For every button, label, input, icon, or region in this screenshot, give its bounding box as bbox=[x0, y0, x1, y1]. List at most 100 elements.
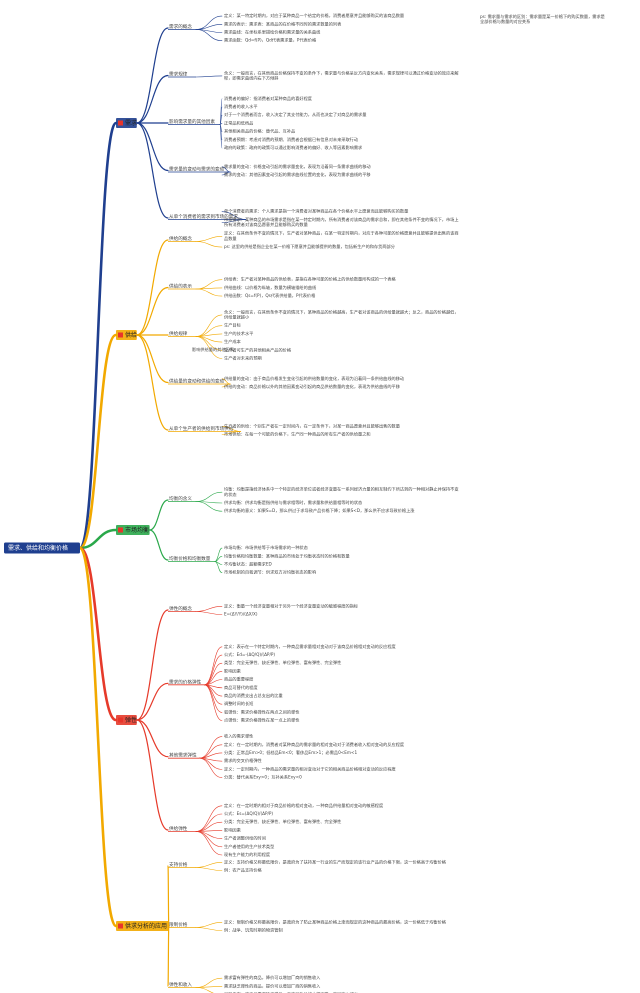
detail-text: 点弹性：需求价格弹性在某一点上的弹性 bbox=[224, 717, 299, 724]
detail-text: 其他相关商品的价格：替代品、互补品 bbox=[224, 128, 295, 135]
sub-link bbox=[167, 925, 170, 987]
category-node-2[interactable] bbox=[116, 525, 150, 535]
sub-node-label[interactable]: 影响需求量的其他因素 bbox=[169, 118, 215, 125]
sub-node-label[interactable]: 需求的价格弹性 bbox=[169, 678, 202, 685]
sub-node-label[interactable]: 需求量的变动与需求的变动 bbox=[169, 166, 225, 173]
category-label: 弹性 bbox=[125, 716, 137, 724]
group-label: 影响供给量的其他因素 bbox=[192, 346, 234, 353]
detail-link bbox=[195, 15, 223, 30]
detail-link bbox=[221, 171, 231, 176]
detail-text: 公式：Es=(ΔQ/Q)/(ΔP/P) bbox=[224, 810, 273, 816]
sub-node-label[interactable]: 弹性和收入 bbox=[169, 981, 192, 988]
sub-node-label[interactable]: 需求的概念 bbox=[169, 23, 192, 30]
sub-node-label[interactable]: 均衡价格和均衡数量 bbox=[169, 555, 211, 562]
sub-link bbox=[136, 286, 169, 336]
detail-text: 需求函数：Qd=f(P)，Qd代表需求量，P代表价格 bbox=[224, 37, 317, 44]
detail-text: 类型：完全无弹性、缺乏弹性、单位弹性、富有弹性、完全弹性 bbox=[224, 659, 341, 666]
detail-link bbox=[195, 831, 223, 856]
detail-text: 生产者调整供给的时间 bbox=[224, 835, 266, 842]
sub-node-label[interactable]: 供给的概念 bbox=[169, 235, 192, 242]
detail-text: 含义：一般而言，在其他商品价格保持不变的条件下，需求量与价格呈反方向变化关系，需… bbox=[224, 69, 459, 81]
sub-link bbox=[149, 529, 169, 561]
detail-text: 市场需求：某种商品的市场需求是指在某一特定时期内，所有消费者对该商品的需求总和，… bbox=[224, 216, 459, 228]
detail-text: 定义：一定时期内，一种商品的需求量的相对变动对于它的相关商品价格相对变动的反应程… bbox=[224, 765, 397, 772]
detail-text: 不均衡状态：超额需求ED bbox=[224, 561, 272, 568]
detail-link bbox=[214, 561, 223, 573]
detail-text: 市场机制的自我调节：供求双方对均衡状态的影响 bbox=[224, 569, 316, 576]
category-bullet-icon bbox=[118, 120, 123, 126]
sub-node-label[interactable]: 供给规律 bbox=[169, 330, 188, 337]
detail-text: 生产者的供给：个别生产者在一定时间内，在一定条件下，对某一商品愿意并且能够出售的… bbox=[224, 422, 400, 429]
sub-link bbox=[149, 499, 169, 531]
category-label: 需求 bbox=[125, 119, 137, 127]
mind-map-nodes: 需求、供给和均衡价格需求需求的概念定义：某一特定时期内，对应于某种商品一个给定的… bbox=[4, 12, 606, 993]
sub-node-label[interactable]: 均衡的含义 bbox=[169, 495, 192, 502]
detail-text: 商品可替代的程度 bbox=[224, 684, 258, 691]
detail-link bbox=[221, 431, 242, 435]
detail-text: 供求均衡的意义：如果S=D，那么供过于求导致产品价格下降；如果S<D，那么供不应… bbox=[224, 507, 415, 514]
sub-node-label[interactable]: 需求规律 bbox=[169, 71, 188, 78]
sub-node-label[interactable]: 供给弹性 bbox=[169, 825, 188, 832]
sub-node-label[interactable]: 供给量的变动和供给的变动 bbox=[169, 378, 225, 385]
detail-text: 商品的消费支出占总支出的比重 bbox=[224, 692, 283, 699]
sub-link bbox=[136, 239, 169, 336]
sub-node-label[interactable]: 从单个生产者的供给到市场供给 bbox=[169, 425, 234, 432]
sub-link bbox=[136, 122, 169, 219]
detail-link bbox=[195, 821, 223, 832]
sub-node-label[interactable]: 从单个消费者的需求到市场的需求 bbox=[169, 213, 238, 220]
sub-link bbox=[136, 719, 169, 831]
detail-link bbox=[195, 867, 223, 871]
detail-text: 分类：正常品Em>0；低档品Em<0；奢侈品Em>1；必需品0<Em<1 bbox=[224, 749, 357, 756]
sub-node-label[interactable]: 弹性的概念 bbox=[169, 605, 192, 612]
detail-link bbox=[195, 314, 223, 337]
detail-link bbox=[195, 922, 223, 928]
detail-link bbox=[214, 547, 223, 562]
sub-node-label[interactable]: 其他需求弹性 bbox=[169, 752, 197, 759]
detail-text: 定义：表示在一个特定时期内，一种商品需求量相对变动对于该商品价格相对变动的反应程… bbox=[224, 643, 397, 650]
detail-text: 影响因素 bbox=[224, 826, 241, 833]
detail-link bbox=[195, 927, 223, 931]
category-label: 供给 bbox=[125, 331, 137, 339]
detail-text: 需求曲线：在坐标系里描绘价格和需求量的关系曲线 bbox=[224, 29, 321, 36]
sub-node-label[interactable]: 支持价格 bbox=[169, 861, 188, 868]
detail-text: 分类：完全无弹性、缺乏弹性、单位弹性、富有弹性、完全弹性 bbox=[224, 818, 341, 825]
detail-text: 现有生产能力的利用程度 bbox=[224, 851, 271, 858]
detail-text: 供给曲线：以价格为纵轴，数量为横轴描绘的曲线 bbox=[224, 284, 317, 291]
detail-text: 含义：一般而言，在其他条件不变的情况下，某种商品的价格越高，生产者对该商品的供给… bbox=[224, 308, 459, 320]
detail-text: 市场均衡：市场供给等于市场需求的一种状态 bbox=[224, 544, 308, 551]
detail-text: 定义：限制价格又称最高限价，是政府为了防止某种商品价格上涨而规定的这种商品的最高… bbox=[224, 918, 447, 925]
detail-text: 定义：在其他条件不变的情况下，生产者对某种商品，在某一特定时期内，对应于各种可能… bbox=[224, 230, 459, 242]
detail-text: 市场供给：在每一个可能的价格下，生产同一种商品的所有生产者的供给量之和 bbox=[224, 431, 371, 438]
trunk-4 bbox=[78, 546, 118, 928]
category-node-4[interactable] bbox=[116, 921, 169, 931]
category-label: 市场均衡 bbox=[125, 526, 149, 534]
detail-text: 生产成本 bbox=[224, 338, 242, 345]
detail-link bbox=[204, 646, 223, 686]
detail-link bbox=[204, 654, 223, 686]
sub-link bbox=[136, 682, 169, 721]
detail-link bbox=[198, 736, 223, 759]
root-node[interactable] bbox=[4, 542, 80, 554]
detail-link bbox=[195, 325, 223, 337]
detail-text: 生产目标 bbox=[224, 322, 241, 329]
detail-text: 正常品和低档品 bbox=[224, 119, 253, 126]
detail-text: ps: 这里的供给是指企业在某一价格下愿意并且能够提供的数量，包括新生产的和存货… bbox=[224, 243, 396, 250]
detail-text: 对于一个消费者而言，收入决定了其支付能力，从而也决定了对商品的需求量 bbox=[224, 111, 366, 118]
category-bullet-icon bbox=[118, 332, 123, 338]
detail-link bbox=[195, 236, 223, 242]
category-bullet-icon bbox=[118, 923, 123, 929]
detail-text: 供给函数：Qs=f(P)，Qs代表供给量，P代表价格 bbox=[224, 292, 316, 299]
sub-node-label[interactable]: 供给的表示 bbox=[169, 283, 192, 290]
detail-text: 例：农产品支持价格 bbox=[224, 867, 263, 874]
detail-link bbox=[195, 606, 223, 612]
category-bullet-icon bbox=[118, 717, 123, 723]
detail-text: E=(ΔY/Y)/(ΔX/X) bbox=[224, 612, 258, 617]
detail-text: 定义：某一特定时期内，对应于某种商品一个给定的价格，消费者愿意并且能够购买的该商… bbox=[224, 12, 404, 19]
detail-text: 生产者对未来的预期 bbox=[224, 355, 262, 362]
sub-node-label[interactable]: 限制价格 bbox=[169, 921, 188, 928]
detail-text: 调整时间的长短 bbox=[224, 700, 253, 707]
detail-text: 消费者的收入水平 bbox=[224, 103, 258, 110]
detail-text: 公式：Ed=-(ΔQ/Q)/(ΔP/P) bbox=[224, 651, 275, 657]
detail-text: 弧弹性：需求价格弹性在两点之间的弹性 bbox=[224, 708, 299, 715]
